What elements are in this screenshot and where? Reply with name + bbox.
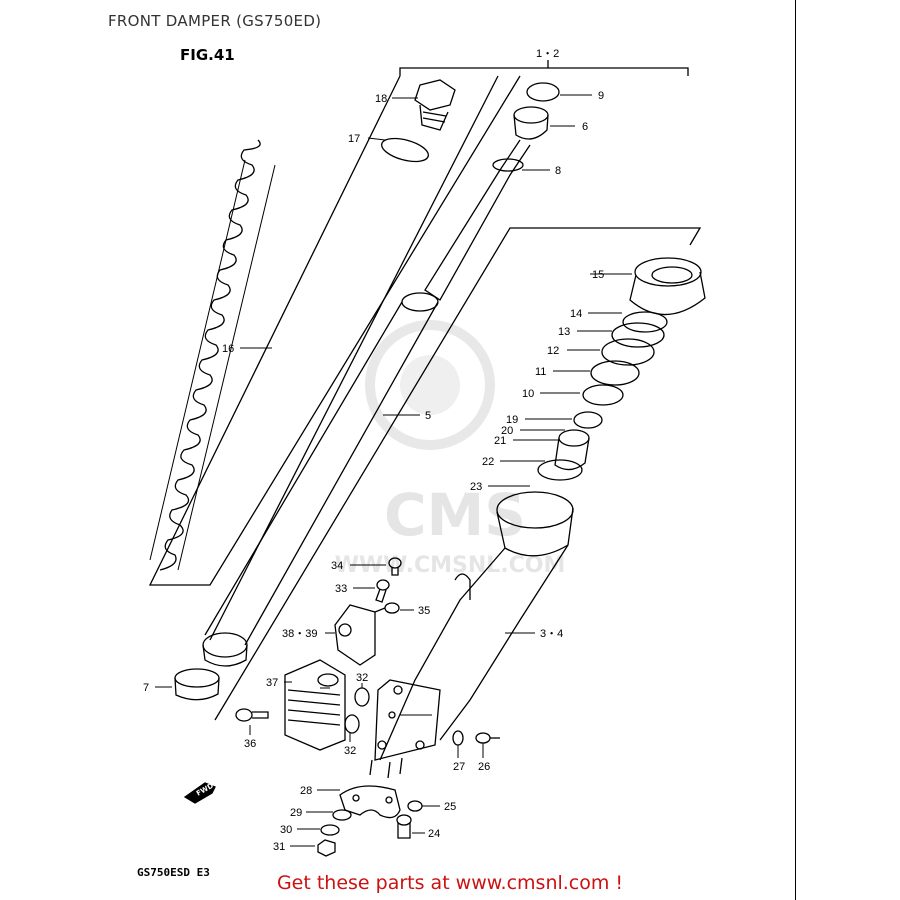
screw-35 (374, 602, 400, 614)
washer-27 (452, 730, 464, 746)
damper-seat-22 (554, 429, 590, 471)
callout-11: 11 (535, 366, 546, 378)
bolt-36 (235, 708, 269, 722)
callout-32-lower: 32 (344, 745, 356, 757)
bolt-24 (396, 814, 412, 839)
nut-31 (317, 839, 336, 857)
callout-37: 37 (266, 677, 278, 689)
callout-18: 18 (375, 93, 387, 105)
callout-labels: 1・2 18 17 9 6 8 16 5 15 14 13 12 11 10 1… (137, 48, 604, 879)
callout-25: 25 (444, 801, 456, 813)
washer-12 (601, 338, 655, 366)
callout-35: 35 (418, 605, 430, 617)
page-title: FRONT DAMPER (GS750ED) (108, 12, 322, 30)
callout-12: 12 (547, 345, 559, 357)
washer-10 (582, 384, 624, 406)
inner-tube-frame (148, 75, 521, 586)
callout-10: 10 (522, 388, 534, 400)
bracket-38-39 (334, 604, 376, 666)
callout-9: 9 (598, 90, 604, 102)
callout-21: 21 (494, 435, 506, 447)
callout-27: 27 (453, 761, 465, 773)
diagram-code: GS750ESD E3 (137, 866, 210, 879)
o-ring (381, 137, 429, 163)
axle-holder (339, 785, 401, 819)
brake-caliper (284, 659, 346, 751)
callout-36: 36 (244, 738, 256, 750)
callout-3-4: 3・4 (540, 628, 563, 640)
callout-26: 26 (478, 761, 490, 773)
callout-19: 19 (506, 414, 518, 426)
o-ring-32b (344, 714, 360, 734)
screw-34 (388, 557, 402, 576)
page-border (795, 0, 796, 900)
callout-1-2: 1・2 (536, 48, 559, 60)
seat-23 (537, 459, 583, 481)
callout-33: 33 (335, 583, 347, 595)
callout-20: 20 (501, 425, 513, 437)
seal-13 (611, 322, 665, 348)
slide-bushing (174, 668, 220, 701)
callout-34: 34 (331, 560, 343, 572)
cap-bolt (414, 79, 456, 131)
ring-19 (573, 411, 603, 429)
piston-ring-6 (513, 106, 549, 140)
callout-13: 13 (558, 326, 570, 338)
callout-24: 24 (428, 828, 440, 840)
promo-text[interactable]: Get these parts at www.cmsnl.com ! (0, 872, 900, 894)
seal-14 (622, 311, 668, 333)
callout-6: 6 (582, 121, 588, 133)
callout-29: 29 (290, 807, 302, 819)
watermark: CMS WWW.CMSNL.COM (335, 320, 565, 578)
callout-8: 8 (555, 165, 561, 177)
seal-9 (526, 82, 560, 102)
bolt-26 (475, 732, 500, 744)
callout-23: 23 (470, 481, 482, 493)
callout-14: 14 (570, 308, 582, 320)
figure-label: FIG.41 (180, 46, 235, 64)
callout-7: 7 (143, 682, 149, 694)
washer-29 (332, 809, 352, 821)
fwd-arrow-icon (183, 782, 216, 804)
inner-tube (202, 292, 439, 667)
screw-33 (375, 579, 390, 603)
washer-25 (407, 800, 423, 812)
callout-28: 28 (300, 785, 312, 797)
fork-spring (149, 139, 276, 571)
o-ring-32a (354, 687, 370, 707)
callout-31: 31 (273, 841, 285, 853)
callout-22: 22 (482, 456, 494, 468)
damper-rod (424, 139, 531, 301)
washer-30 (320, 824, 340, 836)
leader-lines (155, 94, 632, 847)
callout-38-39: 38・39 (282, 628, 317, 640)
callout-15: 15 (592, 269, 604, 281)
bracket-1-2 (399, 67, 689, 76)
oil-seal-11 (590, 360, 640, 386)
callout-5: 5 (425, 410, 431, 422)
dust-seal (629, 257, 706, 316)
callout-30: 30 (280, 824, 292, 836)
callout-17: 17 (348, 133, 360, 145)
outer-tube-frame (214, 227, 702, 721)
callout-32-upper: 32 (356, 672, 368, 684)
outer-tube (369, 491, 574, 779)
watermark-logo: CMS (384, 481, 526, 549)
promo-link[interactable]: Get these parts at www.cmsnl.com ! (276, 872, 624, 894)
callout-16: 16 (222, 343, 234, 355)
